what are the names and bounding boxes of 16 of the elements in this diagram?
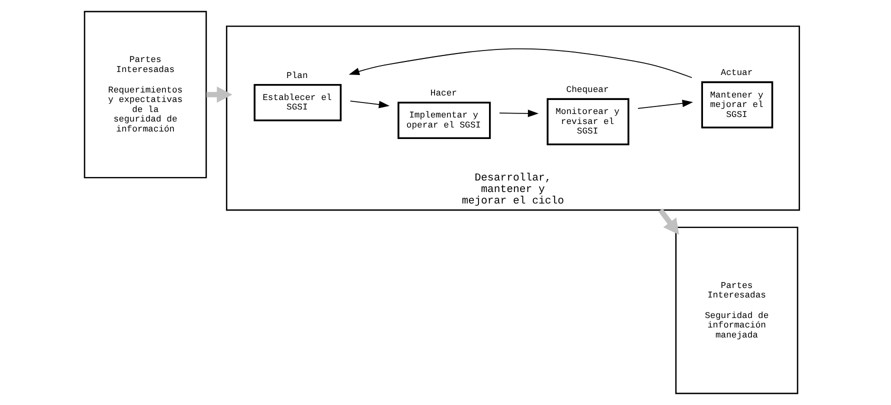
arrow (658, 208, 680, 235)
node-box: Monitorear y revisar el SGSI (546, 98, 630, 146)
arrow (499, 110, 539, 118)
node-label: Plan (286, 70, 308, 81)
arrow (206, 86, 232, 103)
arrow (350, 100, 390, 108)
node-label: Chequear (566, 84, 609, 95)
node-box: Establecer el SGSI (254, 84, 342, 122)
node-box: Partes Interesadas Requerimientos y expectativas de la seguridad de información (84, 10, 207, 178)
arrow (348, 48, 692, 78)
arrow (638, 100, 694, 109)
node-label: Hacer (430, 88, 457, 99)
node-box: Implementar y operar el SGSI (398, 102, 491, 140)
node-box: Partes Interesadas Seguridad de información manejada (675, 226, 798, 394)
node-box: Mantener y mejorar el SGSI (701, 81, 774, 128)
node-label: Actuar (720, 68, 753, 78)
